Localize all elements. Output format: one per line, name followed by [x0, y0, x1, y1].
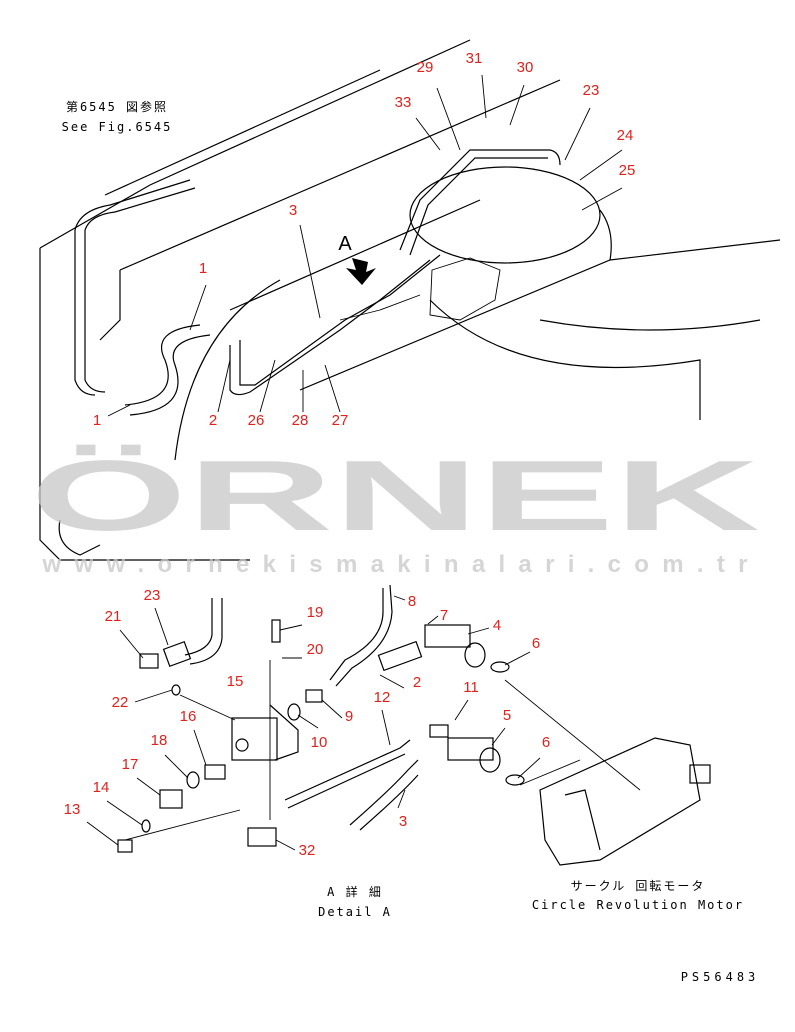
- callout: 23: [583, 82, 600, 99]
- callout: 29: [417, 59, 434, 76]
- callout: 2: [209, 412, 217, 429]
- leader-lines-main: [107, 74, 623, 417]
- callout: 27: [332, 412, 349, 429]
- watermark: ÖRNEK www.ornekismakinalari.com.tr: [30, 440, 760, 578]
- callout: 9: [345, 708, 353, 725]
- callout: 3: [289, 202, 297, 219]
- callout: 30: [517, 59, 534, 76]
- motor-caption-jp: サークル 回転モータ: [571, 879, 706, 893]
- callout: 17: [122, 756, 139, 773]
- callout: 25: [619, 162, 636, 179]
- callout: 4: [493, 617, 501, 634]
- callout: 8: [408, 593, 416, 610]
- callout: 6: [542, 734, 550, 751]
- drawing-number: PS56483: [681, 970, 760, 984]
- callout: 22: [112, 694, 129, 711]
- view-arrow-a: [346, 258, 376, 285]
- detail-caption-en: Detail A: [318, 905, 392, 919]
- motor-caption-en: Circle Revolution Motor: [532, 898, 744, 912]
- callout: 3: [399, 813, 407, 830]
- callouts-detail: 8 7 4 23 19 21 20 6 15 2 11 12 22 16 9 5…: [64, 587, 551, 859]
- callouts-main: 29 31 30 23 33 24 25 3 1 2 26 28 27 1: [93, 50, 636, 429]
- watermark-logo: ÖRNEK: [30, 440, 760, 552]
- machine-frame-lines: [39, 39, 781, 561]
- callout: 11: [463, 679, 479, 696]
- detail-a-parts: [117, 584, 525, 853]
- hose-lines: [74, 149, 561, 416]
- callout: 7: [440, 607, 448, 624]
- callout: 14: [93, 779, 110, 796]
- reference-jp: 第6545 図参照: [66, 99, 168, 114]
- reference-en: See Fig.6545: [62, 120, 173, 134]
- circle-revolution-motor: [504, 679, 711, 866]
- callout: 16: [180, 708, 197, 725]
- callout: 33: [395, 94, 412, 111]
- callout: 12: [374, 689, 391, 706]
- callout: 21: [105, 608, 122, 625]
- detail-caption-jp: A 詳 細: [327, 884, 383, 899]
- callout: 24: [617, 127, 634, 144]
- callout: 28: [292, 412, 309, 429]
- watermark-url: www.ornekismakinalari.com.tr: [42, 551, 748, 578]
- callout: 13: [64, 801, 81, 818]
- callout: 18: [151, 732, 168, 749]
- callout: 2: [413, 674, 421, 691]
- callout: 32: [299, 842, 316, 859]
- callout: 26: [248, 412, 265, 429]
- callout: 1: [93, 412, 101, 429]
- callout: 20: [307, 641, 324, 658]
- callout: 31: [466, 50, 483, 67]
- callout: 10: [311, 734, 328, 751]
- callout: 6: [532, 635, 540, 652]
- view-marker-label: A: [338, 233, 352, 255]
- callout: 15: [227, 673, 244, 690]
- callout: 19: [307, 604, 324, 621]
- callout: 1: [199, 260, 207, 277]
- leader-lines-detail: [86, 595, 541, 851]
- callout: 23: [144, 587, 161, 604]
- callout: 5: [503, 707, 511, 724]
